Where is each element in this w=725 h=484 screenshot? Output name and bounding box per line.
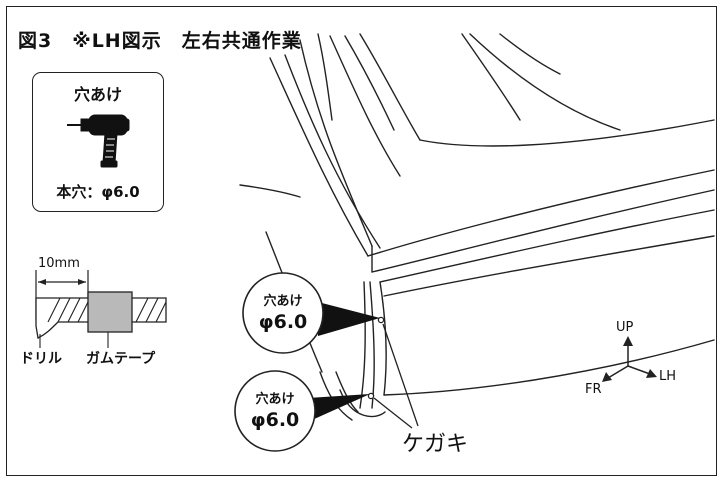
lower-callout-size: φ6.0 [250,409,300,431]
orientation-axes [602,336,657,382]
upper-callout-size: φ6.0 [258,311,308,333]
marking-leader-lines [373,323,419,429]
upper-callout-shape [242,272,380,354]
tool-box-title: 穴あけ [73,85,122,104]
drill-label: ドリル [20,351,62,367]
figure-title: 図3 ※LH図示 左右共通作業 [18,30,302,52]
drilling-tool-box: 穴あけ 本穴：φ6.0 [32,72,164,212]
axis-front-label: FR [585,382,602,397]
upper-hole-marker [377,316,385,324]
tape-detail-drawing [35,270,167,348]
figure-frame [6,6,717,476]
upper-callout-action: 穴あけ [263,294,303,309]
marking-label: ケガキ [402,432,469,457]
upper-hole-callout: 穴あけ φ6.0 [241,290,325,333]
gum-tape-label: ガムテープ [86,351,156,367]
axis-up-label: UP [616,320,634,335]
lower-callout-action: 穴あけ [255,392,295,407]
tape-dimension-label: 10mm [38,256,80,271]
tool-box-spec: 本穴：φ6.0 [56,183,140,201]
drill-icon [67,114,130,168]
lower-hole-marker [367,392,375,400]
axis-side-label: LH [659,369,677,384]
lower-hole-callout: 穴あけ φ6.0 [233,388,317,431]
lower-callout-shape [234,370,370,452]
